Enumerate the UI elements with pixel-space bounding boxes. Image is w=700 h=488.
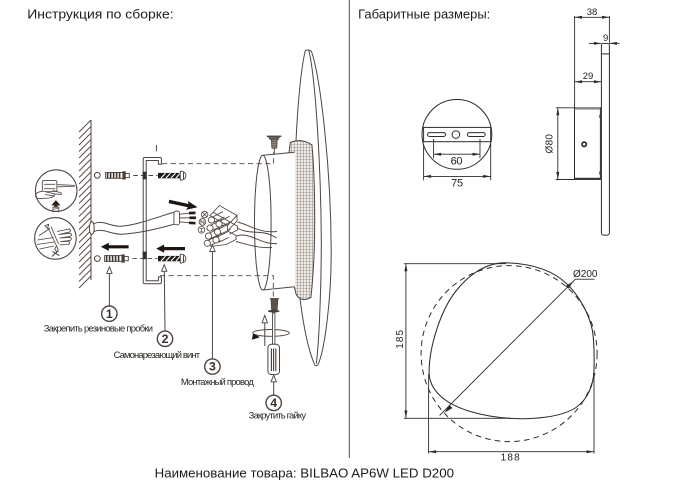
svg-text:60: 60 <box>451 156 463 168</box>
svg-text:Ø200: Ø200 <box>573 269 598 280</box>
svg-text:Закрепить резиновые пробки: Закрепить резиновые пробки <box>44 322 153 333</box>
svg-text:3: 3 <box>209 360 216 374</box>
svg-text:75: 75 <box>451 178 463 190</box>
svg-text:4: 4 <box>270 396 277 410</box>
svg-text:Монтажный провод: Монтажный провод <box>181 376 254 387</box>
svg-text:Закрутить гайку: Закрутить гайку <box>249 410 307 421</box>
svg-text:1: 1 <box>106 307 113 321</box>
svg-text:Габаритные размеры:: Габаритные размеры: <box>358 7 490 22</box>
svg-text:38: 38 <box>587 7 598 18</box>
svg-text:Самонарезающий винт: Самонарезающий винт <box>114 349 201 360</box>
svg-text:9: 9 <box>603 33 608 44</box>
svg-text:2: 2 <box>162 332 169 346</box>
svg-text:185: 185 <box>395 329 406 349</box>
svg-text:Наименование товара: BILBAO AP: Наименование товара: BILBAO AP6W LED D20… <box>155 465 454 480</box>
svg-text:29: 29 <box>583 71 594 82</box>
svg-text:Инструкция по сборке:: Инструкция по сборке: <box>27 7 173 22</box>
svg-text:188: 188 <box>501 452 521 463</box>
svg-text:Ø80: Ø80 <box>545 134 556 154</box>
